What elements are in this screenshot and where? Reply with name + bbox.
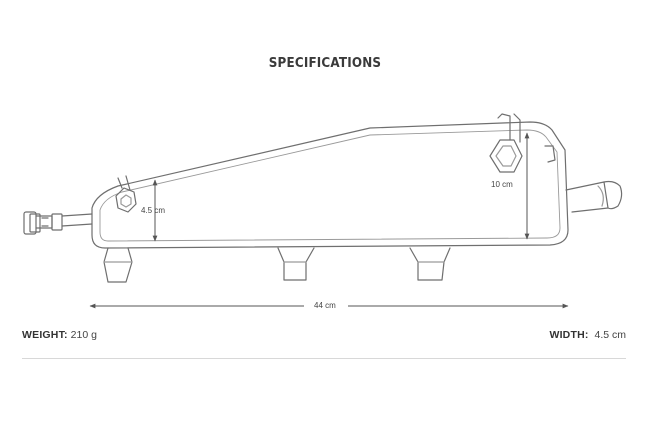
height-rear-label: 10 cm (491, 180, 513, 189)
weight-value: 210 g (70, 329, 97, 341)
front-velcro-loop (115, 175, 137, 213)
bottom-strap-2 (277, 247, 315, 281)
divider (22, 358, 626, 359)
weight-spec: WEIGHT: 210 g (22, 329, 97, 341)
page-title: SPECIFICATIONS (268, 56, 382, 71)
height-front-label: 4.5 cm (141, 206, 166, 215)
width-label: WIDTH: (549, 329, 589, 341)
width-value: 4.5 cm (594, 329, 626, 341)
rear-velcro-loop (489, 113, 523, 173)
width-spec: WIDTH: 4.5 cm (549, 329, 626, 341)
bag-inner-seam (99, 129, 561, 242)
length-label: 44 cm (314, 301, 336, 310)
front-strap-buckle (23, 211, 93, 235)
rear-strap (544, 145, 623, 213)
weight-label: WEIGHT: (22, 329, 68, 341)
bag-body-outline (91, 121, 569, 249)
bottom-strap-3 (409, 247, 451, 281)
bottom-strap-1 (103, 247, 133, 283)
